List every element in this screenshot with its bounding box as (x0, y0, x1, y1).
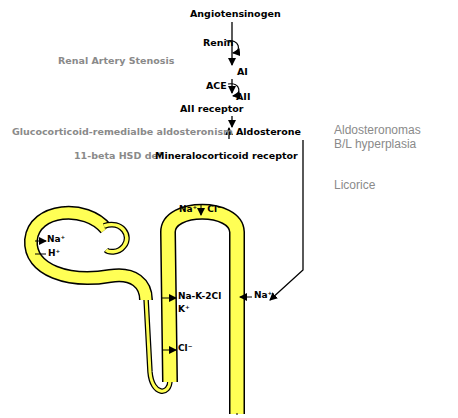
ion-label: Cl⁻ (178, 343, 192, 353)
receptor-label: AII receptor (180, 104, 244, 115)
ion-arrow (162, 350, 176, 351)
ion-arrow (35, 254, 46, 255)
disorder-label: 11-beta HSD def (74, 151, 162, 162)
receptor-label: Mineralocorticoid receptor (155, 151, 298, 162)
substrate-label: Angiotensinogen (190, 9, 281, 20)
disorder-label: Licorice (334, 179, 375, 193)
disorder-label: Aldosteronomas B/L hyperplasia (334, 124, 434, 152)
hormone-label: Aldosterone (236, 127, 301, 138)
aldosterone-line (270, 140, 303, 300)
ion-arrow (162, 298, 176, 299)
ion-label: K⁺ (178, 304, 190, 314)
ion-arrow (240, 297, 252, 298)
ion-label: Na⁺ (47, 234, 65, 244)
enzyme-label: Renin (203, 38, 234, 49)
ion-arrow (35, 241, 46, 242)
disorder-label: Glucocorticoid-remedialbe aldosteronism (12, 127, 233, 138)
ion-label: H⁺ (48, 248, 60, 258)
ion-label: Na⁺ (254, 290, 272, 300)
cascade-arrow (231, 116, 232, 127)
disorder-label: Renal Artery Stenosis (58, 56, 174, 67)
hormone-label: AII (236, 92, 250, 103)
enzyme-label: ACE (206, 81, 227, 92)
cascade-arrow (231, 79, 232, 93)
ion-label: Na-K-2Cl (178, 291, 221, 301)
hormone-label: AI (237, 67, 248, 78)
ion-label: Na⁺ - Cl⁻ (179, 204, 222, 214)
nephron (31, 212, 238, 414)
